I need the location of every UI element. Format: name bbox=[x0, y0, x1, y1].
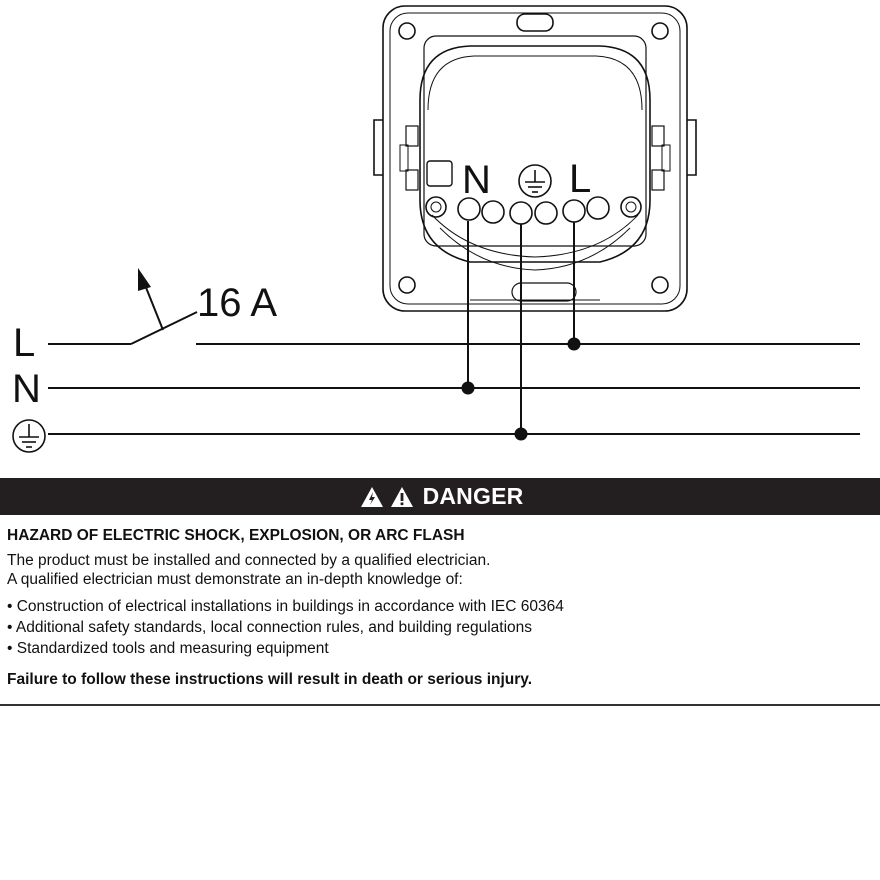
device-mounting-plate bbox=[373, 5, 697, 312]
intro-line: The product must be installed and connec… bbox=[7, 552, 491, 569]
list-item: • Additional safety standards, local con… bbox=[7, 619, 533, 636]
terminal bbox=[586, 196, 610, 220]
danger-title: DANGER bbox=[422, 483, 524, 509]
bullet-text: Additional safety standards, local conne… bbox=[15, 619, 533, 636]
supply-lines bbox=[48, 279, 860, 435]
line-label-n: N bbox=[12, 367, 41, 411]
connection-wires bbox=[467, 221, 575, 434]
junction-l bbox=[567, 337, 581, 351]
intro-line: A qualified electrician must demonstrate… bbox=[7, 571, 463, 588]
junction-earth bbox=[514, 427, 528, 441]
screw-hole-top-left bbox=[398, 22, 416, 40]
terminal-n bbox=[457, 197, 481, 221]
breaker-arrow-head bbox=[138, 268, 151, 291]
hazard-heading: HAZARD OF ELECTRIC SHOCK, EXPLOSION, OR … bbox=[7, 527, 465, 544]
line-label-l: L bbox=[13, 321, 35, 365]
junction-dots bbox=[461, 337, 581, 441]
terminal-l bbox=[562, 199, 586, 223]
earth-ground-icon bbox=[12, 419, 46, 453]
junction-n bbox=[461, 381, 475, 395]
bullet-text: Standardized tools and measuring equipme… bbox=[16, 640, 329, 657]
bullet-text: Construction of electrical installations… bbox=[16, 598, 564, 615]
terminal bbox=[481, 200, 505, 224]
earth-ground-icon bbox=[518, 164, 552, 198]
screw-hole-bottom-left bbox=[398, 276, 416, 294]
warning-triangle-icon bbox=[390, 486, 413, 507]
wiring-diagram: N L 16 A L N bbox=[12, 5, 860, 453]
fuse-rating-label: 16 A bbox=[197, 281, 277, 325]
screw-hole-top-right bbox=[651, 22, 669, 40]
screw-hole-bottom-right bbox=[651, 276, 669, 294]
fixing-screw-right bbox=[620, 196, 642, 218]
list-item: • Standardized tools and measuring equip… bbox=[7, 640, 329, 657]
terminal-label-n: N bbox=[462, 158, 491, 202]
danger-message: HAZARD OF ELECTRIC SHOCK, EXPLOSION, OR … bbox=[0, 515, 880, 706]
terminal bbox=[534, 201, 558, 225]
electric-shock-warning-icon bbox=[360, 486, 383, 507]
terminal-label-l: L bbox=[569, 157, 591, 201]
danger-banner: DANGER bbox=[0, 478, 880, 515]
switch-blade bbox=[130, 311, 198, 345]
failure-warning: Failure to follow these instructions wil… bbox=[7, 671, 533, 688]
list-item: • Construction of electrical installatio… bbox=[7, 598, 564, 615]
fixing-screw-left bbox=[425, 196, 447, 218]
terminal-earth bbox=[509, 201, 533, 225]
